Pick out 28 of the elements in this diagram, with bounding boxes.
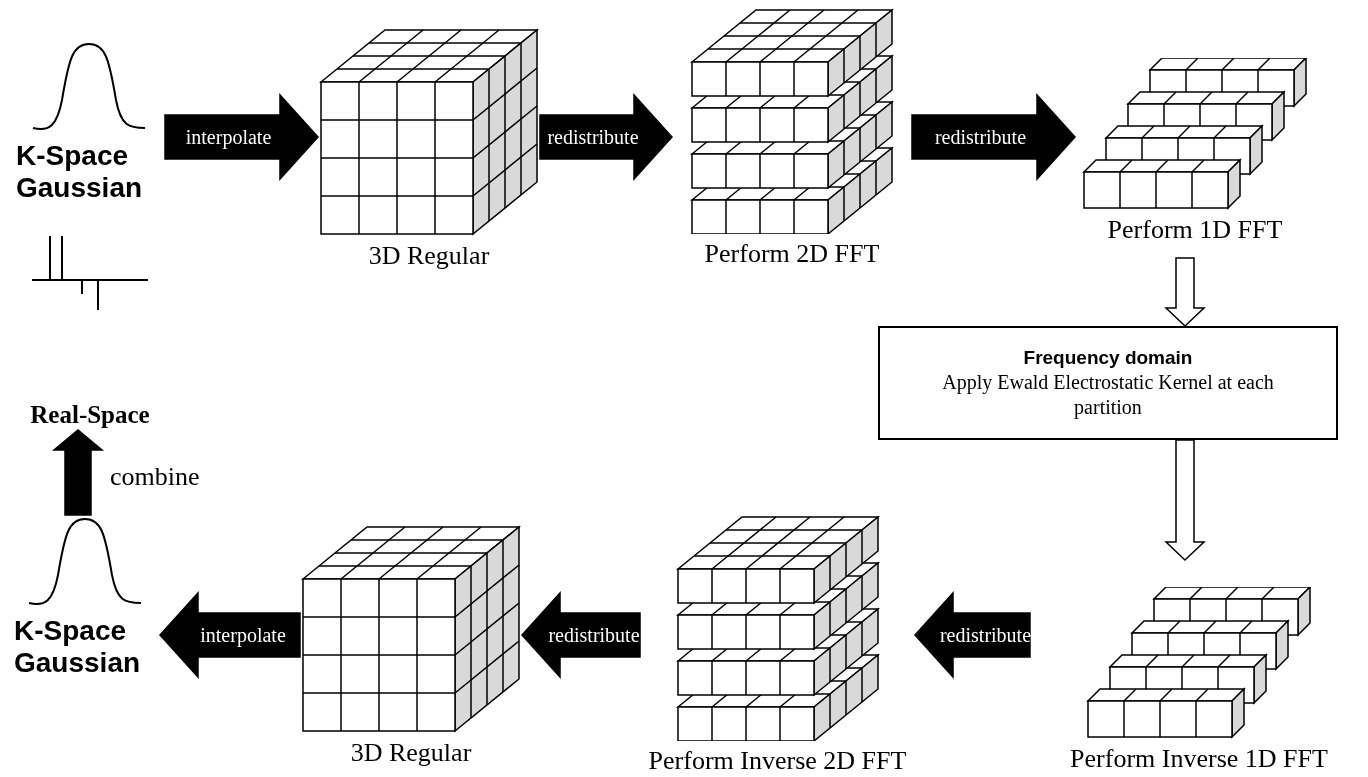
block-arrow: [914, 591, 1031, 679]
edge-label: combine: [110, 463, 200, 490]
block-arrow: [51, 429, 105, 516]
edge-label: redistribute: [934, 127, 1027, 147]
edge-label: redistribute: [547, 127, 639, 147]
hollow-arrow: [1164, 257, 1206, 328]
stage-caption: Perform 1D FFT: [1107, 214, 1283, 246]
block-arrow: [164, 93, 319, 181]
stage-caption: Real-Space: [30, 399, 150, 430]
block-arrow: [521, 591, 641, 679]
box-heading: Frequency domain: [1023, 346, 1193, 370]
edge-label: interpolate: [200, 625, 286, 645]
edge-label: interpolate: [185, 127, 272, 147]
block-arrow: [159, 591, 301, 679]
stage-caption: Perform Inverse 1D FFT: [1070, 742, 1328, 775]
stage-caption: 3D Regular: [368, 240, 490, 272]
box-text: Apply Ewald Electrostatic Kernel at each partition: [941, 369, 1275, 420]
block-arrow: [911, 93, 1076, 181]
stage-caption: K-Space Gaussian: [13, 615, 142, 680]
hollow-arrow: [1164, 439, 1206, 562]
stage-caption: K-Space Gaussian: [15, 140, 144, 205]
block-arrow: [539, 93, 673, 181]
edge-label: redistribute: [548, 625, 640, 645]
process-box: [878, 326, 1338, 440]
stage-caption: Perform 2D FFT: [704, 238, 880, 270]
stage-caption: 3D Regular: [350, 737, 472, 769]
edge-label: redistribute: [939, 625, 1032, 645]
stage-caption: Perform Inverse 2D FFT: [648, 744, 907, 777]
